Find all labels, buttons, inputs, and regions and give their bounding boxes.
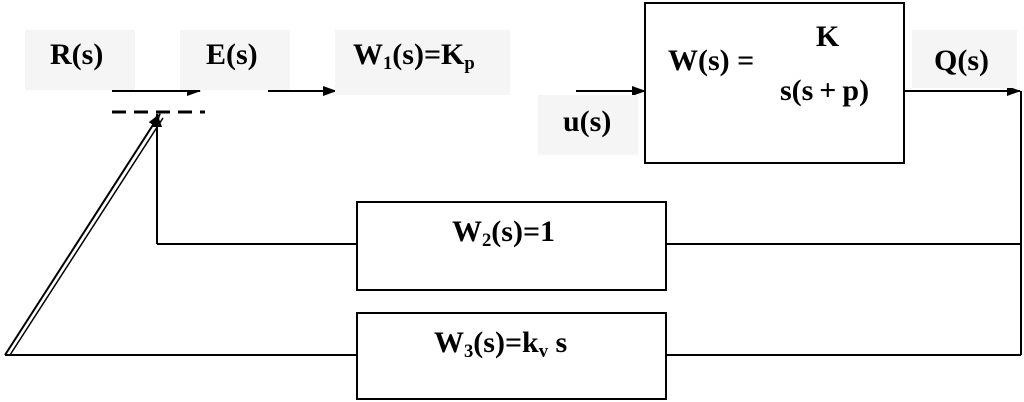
- unit-feedback-block: [356, 201, 667, 291]
- velocity-feedback-diagonal: [4, 113, 161, 356]
- output-label-bg: [912, 30, 1017, 88]
- controller-name: W: [353, 38, 383, 71]
- plant-denominator: s(s + p): [779, 74, 870, 107]
- velocity-feedback-block: [356, 312, 667, 400]
- control-label-bg: [538, 95, 638, 155]
- controller-index: 1: [383, 53, 393, 75]
- plant-lhs: W(s) =: [668, 44, 755, 77]
- velocity-feedback-tail: s: [548, 326, 568, 359]
- control-text: u(s): [563, 105, 612, 138]
- reference-text: R(s): [50, 38, 104, 71]
- controller-gain-sub: p: [464, 53, 475, 75]
- error-label: [180, 30, 290, 90]
- plant-block: [644, 2, 905, 164]
- unit-feedback-name: W: [452, 215, 482, 248]
- controller-label-bg: [335, 30, 510, 95]
- unit-feedback-label: W2(s)=1: [452, 215, 556, 251]
- output-text: Q(s): [934, 44, 989, 77]
- controller-label: W1(s)=Kp: [353, 38, 475, 74]
- controller-args: (s)=K: [392, 38, 465, 71]
- velocity-feedback-name: W: [434, 326, 464, 359]
- plant-numerator: K: [815, 20, 840, 53]
- unit-feedback-rest: (s)=1: [491, 215, 556, 248]
- velocity-feedback-index: 3: [464, 341, 474, 363]
- error-text: E(s): [206, 38, 258, 71]
- velocity-feedback-label: W3(s)=kv s: [434, 326, 568, 362]
- reference-label: [25, 30, 135, 90]
- unit-feedback-index: 2: [482, 230, 492, 252]
- velocity-feedback-gain-sub: v: [538, 341, 549, 363]
- velocity-feedback-args: (s)=k: [473, 326, 539, 359]
- velocity-feedback-diagonal-shadow: [9, 117, 164, 356]
